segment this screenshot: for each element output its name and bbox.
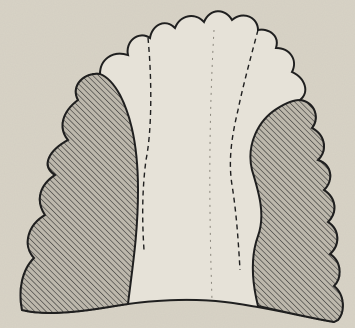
leaf-cross-section-diagram — [0, 0, 355, 328]
